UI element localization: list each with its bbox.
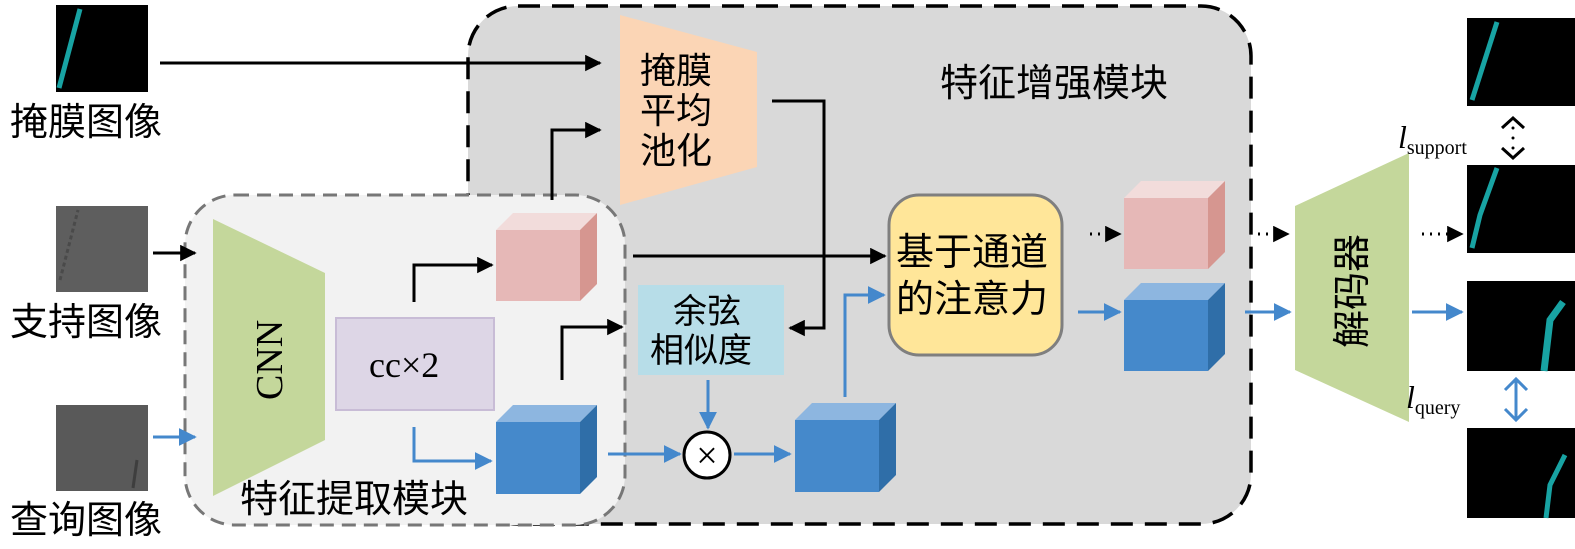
cosine-similarity-label-1: 余弦 xyxy=(673,292,741,332)
cc-label: cc×2 xyxy=(369,345,439,385)
multiply-node xyxy=(682,430,732,480)
support-ground-truth-image xyxy=(1467,165,1575,253)
query-feature-cube xyxy=(496,405,597,494)
query-prediction-image xyxy=(1467,281,1575,372)
query-loss-arrow xyxy=(1503,376,1529,423)
arrow-query-cube-to-cosine xyxy=(560,318,624,380)
mask-pooling-label-3: 池化 xyxy=(640,131,712,172)
mask-pooling-block xyxy=(620,15,757,205)
enhanced-query-cube xyxy=(795,403,896,492)
query-image-label: 查询图像 xyxy=(10,498,162,542)
channel-attention-block xyxy=(887,193,1064,357)
arrow-cc-to-support-cube xyxy=(412,256,494,302)
cc-block xyxy=(335,317,495,411)
cnn-block xyxy=(213,219,325,496)
arrow-enhanced-to-attention xyxy=(843,286,886,397)
support-feature-cube xyxy=(496,213,597,301)
channel-attention-label-2: 的注意力 xyxy=(896,277,1048,321)
mask-image xyxy=(56,5,148,92)
decoder-block xyxy=(1295,153,1409,422)
arrow-support-cube-to-pooling xyxy=(550,121,602,200)
feature-extraction-label: 特征提取模块 xyxy=(240,477,468,521)
support-image xyxy=(56,206,148,292)
mask-pooling-label-1: 掩膜 xyxy=(640,51,712,92)
support-prediction-image xyxy=(1467,18,1575,106)
support-image-label: 支持图像 xyxy=(10,300,162,344)
cnn-label: CNN xyxy=(249,320,291,400)
attended-support-cube xyxy=(1124,181,1225,269)
decoder-label: 解码器 xyxy=(1330,234,1374,348)
multiply-symbol: × xyxy=(696,435,717,477)
query-ground-truth-image xyxy=(1467,428,1575,519)
channel-attention-label-1: 基于通道 xyxy=(896,230,1048,274)
attended-query-cube xyxy=(1124,283,1225,371)
support-loss-label: lsupport xyxy=(1398,119,1467,159)
cosine-similarity-block xyxy=(638,285,784,375)
query-image xyxy=(56,405,148,491)
feature-enhancement-label: 特征增强模块 xyxy=(940,61,1168,105)
mask-pooling-label-2: 平均 xyxy=(640,91,712,132)
cosine-similarity-label-2: 相似度 xyxy=(650,331,752,371)
arrow-pooling-to-cosine xyxy=(772,99,826,337)
support-loss-arrow xyxy=(1500,115,1526,161)
query-loss-label: lquery xyxy=(1406,379,1460,419)
mask-image-label: 掩膜图像 xyxy=(10,100,162,144)
arrow-cc-to-query-cube xyxy=(412,427,493,470)
